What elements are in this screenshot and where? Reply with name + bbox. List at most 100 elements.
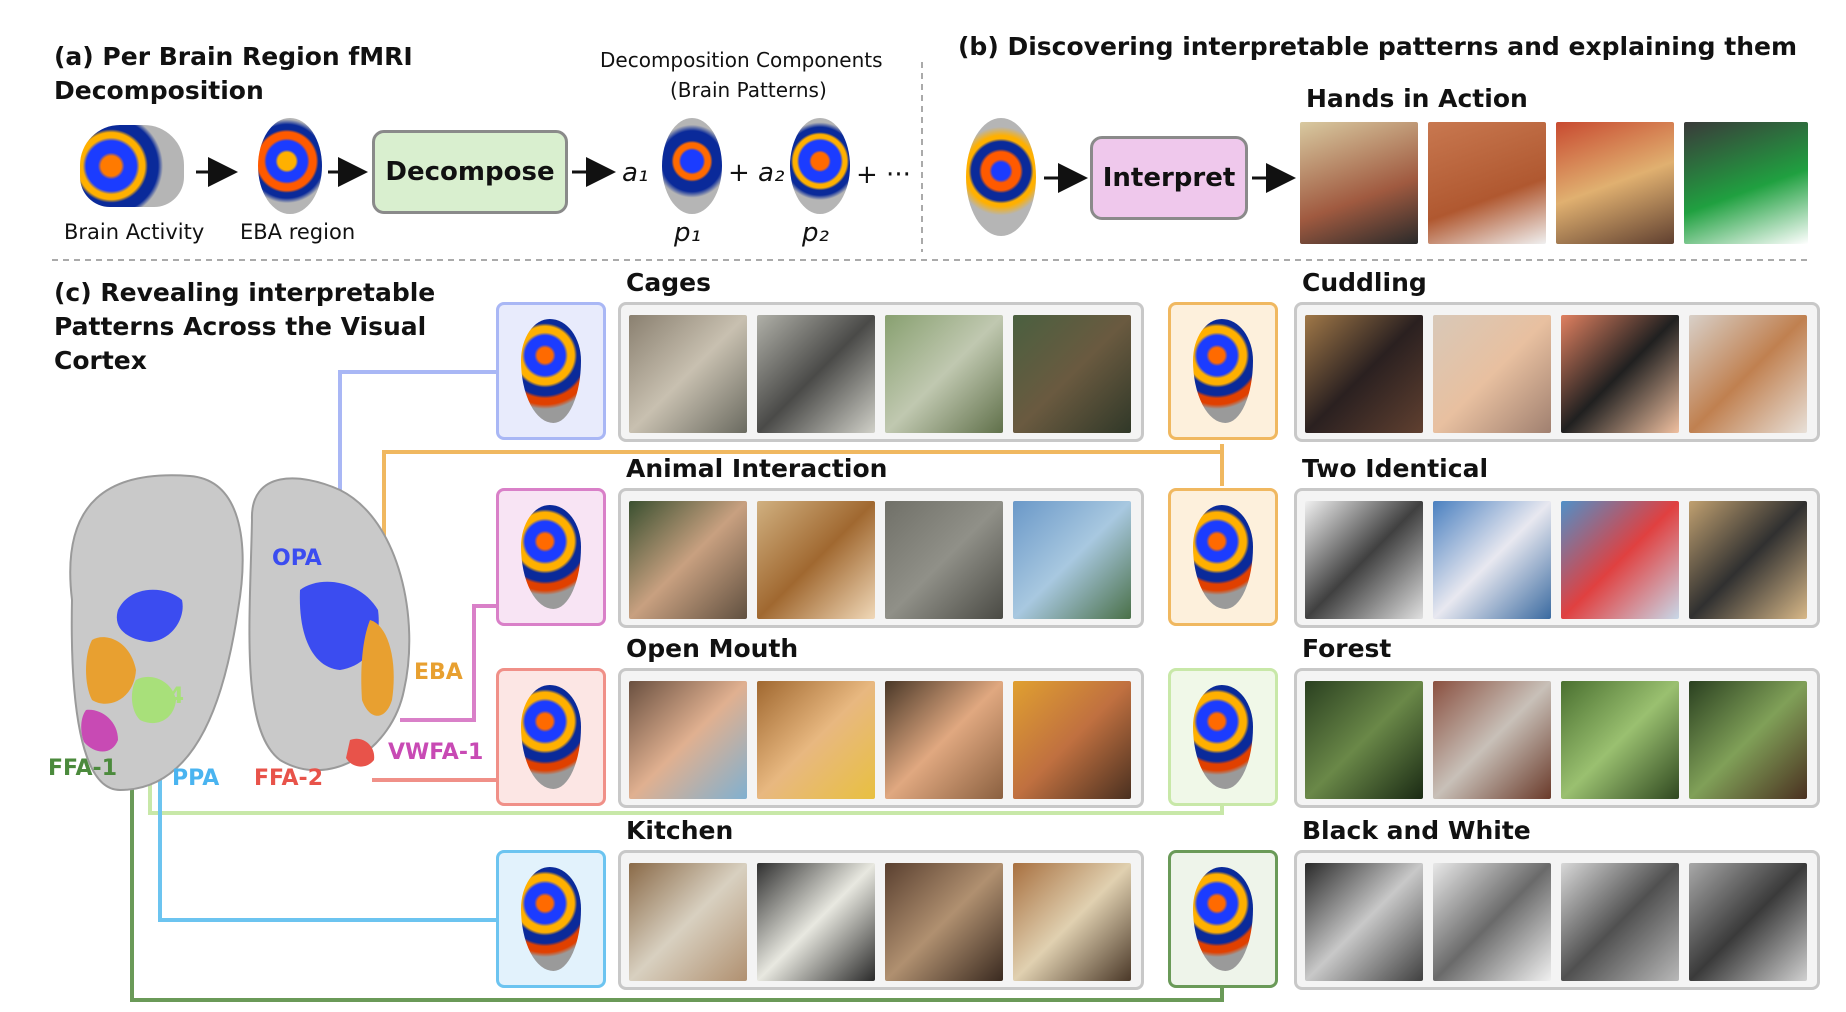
pattern-p2-image: [790, 118, 850, 214]
animal-image-2: [757, 501, 875, 619]
cages-image-1: [629, 315, 747, 433]
decompose-box: Decompose: [372, 130, 568, 214]
pattern-p1-image: [662, 118, 722, 214]
pattern-icon-forest: [1168, 668, 1278, 806]
pattern-icon-two-identical: [1168, 488, 1278, 626]
panel-c-title-line3: Cortex: [54, 346, 147, 375]
eba-patch-right: [361, 620, 394, 716]
hands-in-action-title: Hands in Action: [1306, 84, 1528, 113]
panel-a-title-line2: Decomposition: [54, 76, 264, 105]
category-title-cages: Cages: [626, 268, 711, 297]
ffa1-connector: [130, 766, 1224, 1002]
animal-image-3: [885, 501, 1003, 619]
forest-image-2: [1433, 681, 1551, 799]
image-strip-open-mouth: [618, 668, 1144, 808]
region-label-vwfa1: VWFA-1: [388, 740, 484, 765]
pattern-icon-kitchen: [496, 850, 606, 988]
bw-image-4: [1689, 863, 1807, 981]
kitchen-image-3: [885, 863, 1003, 981]
cuddling-image-2: [1433, 315, 1551, 433]
cuddling-image-1: [1305, 315, 1423, 433]
pattern-icon-black-and-white: [1168, 850, 1278, 988]
category-title-two-identical: Two Identical: [1302, 454, 1489, 483]
cages-image-3: [885, 315, 1003, 433]
hands-image-4: [1684, 122, 1808, 244]
category-title-open-mouth: Open Mouth: [626, 634, 799, 663]
category-title-forest: Forest: [1302, 634, 1392, 663]
category-title-cuddling: Cuddling: [1302, 268, 1427, 297]
panel-c-title-line2: Patterns Across the Visual: [54, 312, 427, 341]
kitchen-image-2: [757, 863, 875, 981]
panel-b-title: (b) Discovering interpretable patterns a…: [958, 32, 1798, 61]
cages-image-4: [1013, 315, 1131, 433]
category-title-kitchen: Kitchen: [626, 816, 734, 845]
ppa-connector: [158, 772, 496, 922]
image-strip-kitchen: [618, 850, 1144, 990]
panel-c-title-line1: (c) Revealing interpretable: [54, 278, 436, 307]
ellipsis: + ···: [856, 160, 911, 190]
hands-in-action-images: [1300, 122, 1808, 244]
animal-image-4: [1013, 501, 1131, 619]
pattern-icon-cages: [496, 302, 606, 440]
label-p1: p₁: [674, 218, 701, 248]
ffa2-patch: [346, 738, 375, 767]
region-label-hv4: hV4: [136, 684, 184, 709]
cuddling-image-4: [1689, 315, 1807, 433]
kitchen-image-4: [1013, 863, 1131, 981]
category-title-black-and-white: Black and White: [1302, 816, 1531, 845]
coefficient-a1: a₁: [622, 158, 649, 188]
cuddling-image-3: [1561, 315, 1679, 433]
brain-activity-image: [80, 125, 184, 207]
mouth-image-4: [1013, 681, 1131, 799]
image-strip-forest: [1294, 668, 1820, 808]
identical-image-4: [1689, 501, 1807, 619]
bw-image-3: [1561, 863, 1679, 981]
pattern-icon-open-mouth: [496, 668, 606, 806]
identical-image-3: [1561, 501, 1679, 619]
hands-image-3: [1556, 122, 1674, 244]
mouth-image-2: [757, 681, 875, 799]
vwfa1-connector: [400, 604, 496, 722]
mouth-image-1: [629, 681, 747, 799]
image-strip-animal-interaction: [618, 488, 1144, 628]
opa-patch-right: [299, 581, 379, 670]
region-label-opa: OPA: [272, 546, 322, 571]
image-strip-black-and-white: [1294, 850, 1820, 990]
region-label-ffa2: FFA-2: [254, 766, 323, 791]
panel-a-title-line1: (a) Per Brain Region fMRI: [54, 42, 413, 71]
bw-image-1: [1305, 863, 1423, 981]
image-strip-two-identical: [1294, 488, 1820, 628]
identical-image-2: [1433, 501, 1551, 619]
forest-image-1: [1305, 681, 1423, 799]
eba-region-image: [258, 118, 322, 214]
region-label-ffa1: FFA-1: [48, 756, 117, 781]
hv4-patch: [131, 676, 176, 724]
panel-b-pattern-image: [966, 118, 1036, 236]
hands-image-1: [1300, 122, 1418, 244]
region-label-eba: EBA: [414, 660, 463, 685]
bw-image-2: [1433, 863, 1551, 981]
eba-patch-left: [86, 637, 136, 704]
mouth-image-3: [885, 681, 1003, 799]
vwfa1-patch-left: [81, 709, 118, 752]
region-label-ppa: PPA: [172, 766, 220, 791]
animal-image-1: [629, 501, 747, 619]
forest-image-3: [1561, 681, 1679, 799]
kitchen-image-1: [629, 863, 747, 981]
brain-activity-label: Brain Activity: [64, 220, 205, 244]
coefficient-a2: + a₂: [728, 158, 785, 188]
pattern-icon-animal-interaction: [496, 488, 606, 626]
image-strip-cuddling: [1294, 302, 1820, 442]
components-caption-line1: Decomposition Components: [600, 48, 883, 72]
category-title-animal-interaction: Animal Interaction: [626, 454, 888, 483]
opa-patch-left: [116, 589, 183, 642]
hands-image-2: [1428, 122, 1546, 244]
image-strip-cages: [618, 302, 1144, 442]
pattern-icon-cuddling: [1168, 302, 1278, 440]
identical-image-1: [1305, 501, 1423, 619]
label-p2: p₂: [802, 218, 829, 248]
eba-region-label: EBA region: [240, 220, 356, 244]
components-caption-line2: (Brain Patterns): [670, 78, 827, 102]
